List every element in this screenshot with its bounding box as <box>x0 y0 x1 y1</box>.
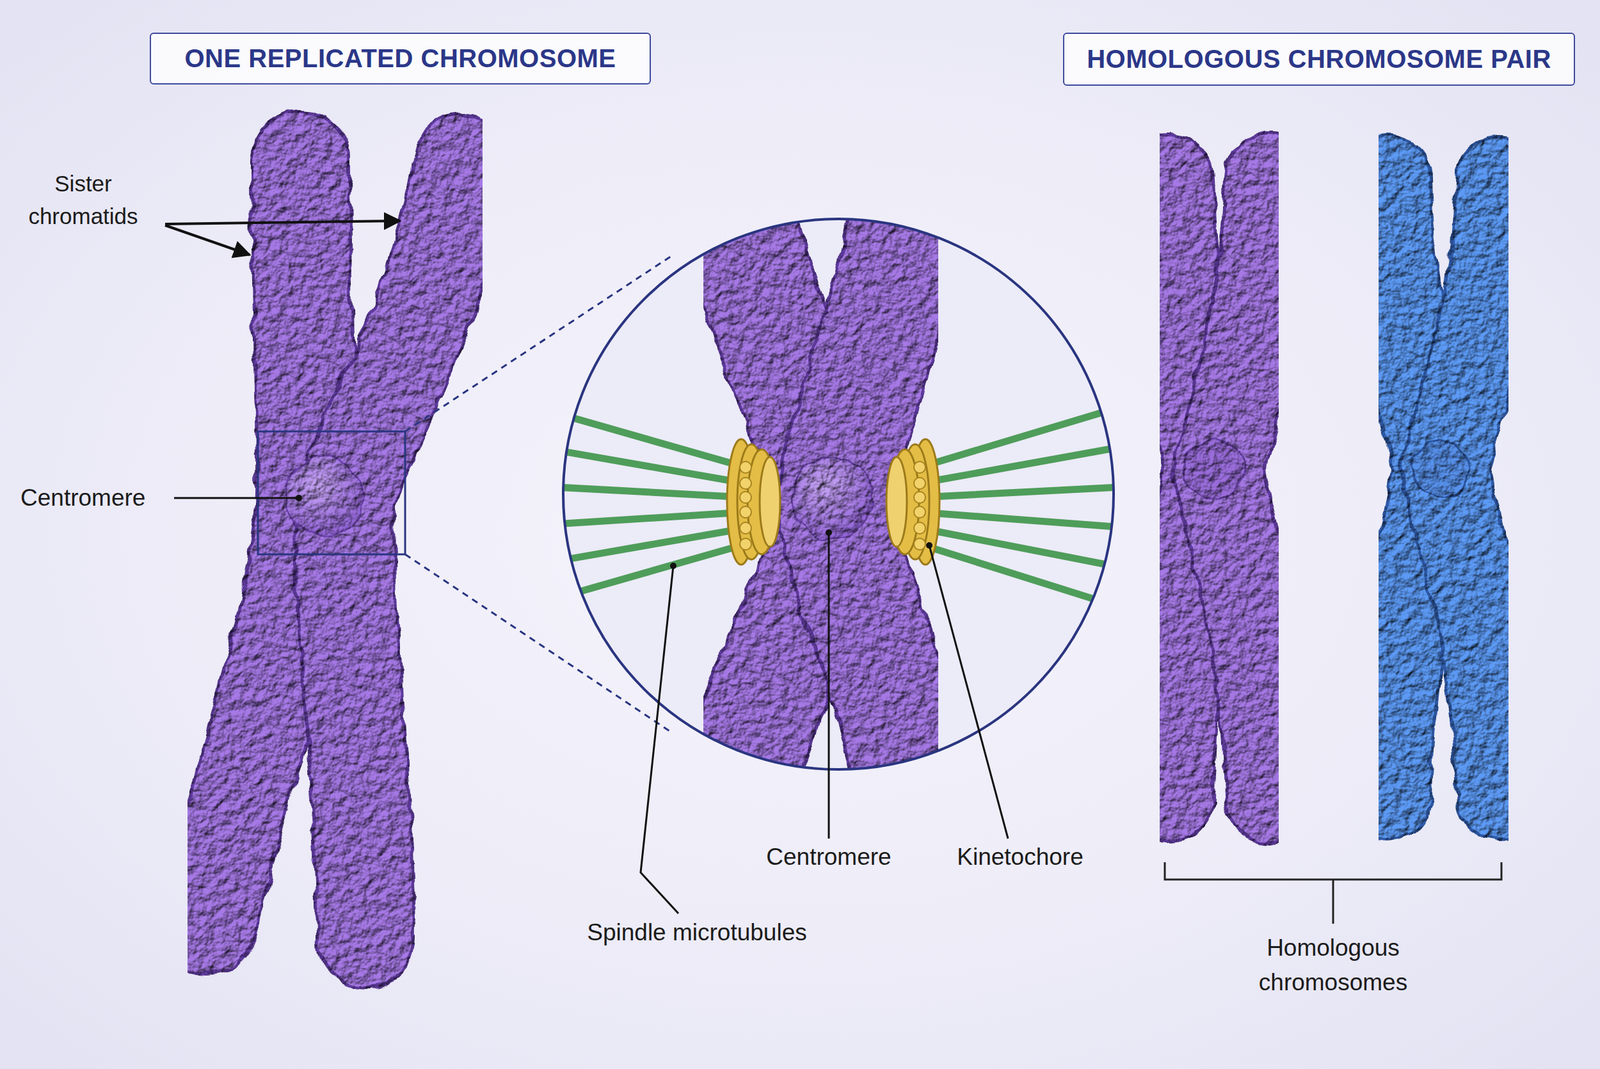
attachment-knob <box>739 506 752 518</box>
microtubule <box>919 512 1133 528</box>
microtubule <box>544 448 746 484</box>
leader-dot <box>295 494 303 502</box>
centromere <box>286 458 363 536</box>
pointer-arrow <box>165 225 250 255</box>
attachment-knob <box>739 538 752 550</box>
kinetochore-knobs <box>739 461 752 550</box>
zoom-chromosome <box>720 166 922 832</box>
bracket <box>1164 862 1502 924</box>
attachment-knob <box>913 461 926 473</box>
leader-line <box>640 565 679 914</box>
microtubule <box>544 528 746 564</box>
part-label: Homologous chromosomes <box>1230 930 1436 1000</box>
microtubule <box>919 444 1133 484</box>
kinetochore-symbol <box>886 439 940 565</box>
replicated-chromosome <box>208 160 463 938</box>
microtubule <box>544 486 746 498</box>
part-label: Kinetochore <box>924 839 1117 875</box>
leader-dot <box>670 562 677 569</box>
part-label: Spindle microtubules <box>568 915 825 950</box>
kinetochore-symbol <box>727 439 781 565</box>
microtubule <box>544 512 746 525</box>
leader-line <box>174 497 299 500</box>
part-label: Centromere <box>732 839 925 875</box>
centromere <box>791 456 874 539</box>
microtubule <box>919 528 1133 570</box>
centromere <box>1184 439 1244 499</box>
microtubule <box>919 486 1133 498</box>
attachment-knob <box>913 477 926 489</box>
leader-dot <box>926 542 933 549</box>
attachment-knob <box>913 538 926 550</box>
kinetochore-knobs <box>913 461 926 550</box>
zoom-circle <box>563 218 1114 770</box>
zoom-view <box>544 166 1133 832</box>
attachment-knob <box>913 506 926 518</box>
part-label: Sister chromatids <box>6 167 160 233</box>
zoom-box <box>257 431 406 555</box>
part-label: Centromere <box>20 480 175 516</box>
centromere <box>1412 440 1469 498</box>
kinetochore-ring <box>886 456 907 547</box>
zoom-centromere-group <box>791 456 874 539</box>
header-box: HOMOLOGOUS CHROMOSOME PAIR <box>1063 32 1576 86</box>
attachment-knob <box>739 461 752 473</box>
chromatid-outline <box>344 163 463 938</box>
homologous-chromosome <box>1387 179 1500 797</box>
header-text: HOMOLOGOUS CHROMOSOME PAIR <box>1086 44 1552 74</box>
attachment-knob <box>739 477 752 489</box>
attachment-knob <box>913 522 926 534</box>
leader-dot <box>825 529 832 536</box>
spindle-microtubules <box>544 403 1133 612</box>
pointer-arrow <box>165 220 400 224</box>
attachment-knob <box>739 522 752 534</box>
chromatid <box>344 163 463 938</box>
attachment-knob <box>913 491 926 504</box>
header-box: ONE REPLICATED CHROMOSOME <box>149 32 651 85</box>
leader-line <box>929 545 1008 839</box>
attachment-knob <box>739 491 752 504</box>
homologous-chromosome <box>1168 179 1271 797</box>
kinetochore-ring <box>759 456 781 547</box>
leader-line <box>828 532 831 839</box>
header-text: ONE REPLICATED CHROMOSOME <box>184 44 616 73</box>
